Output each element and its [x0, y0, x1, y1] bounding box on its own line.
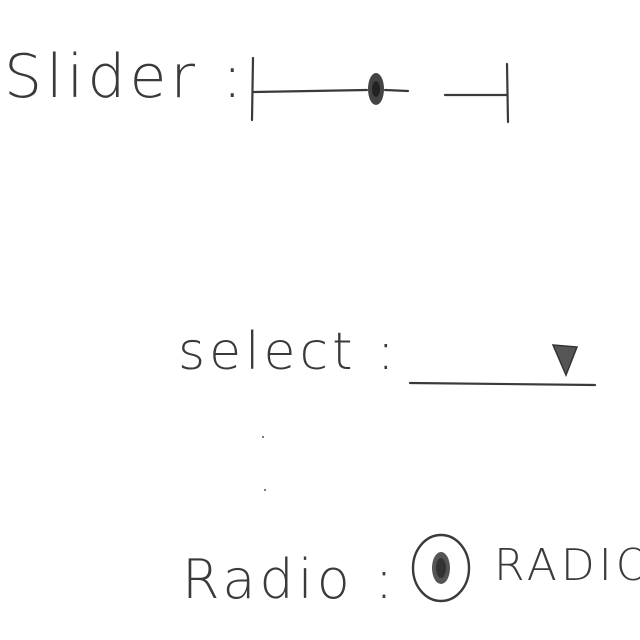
select-dropdown[interactable] [405, 335, 600, 395]
slider-end-cap [505, 62, 510, 124]
slider-track-left [251, 88, 369, 94]
slider[interactable] [245, 50, 515, 130]
slider-start-cap [250, 56, 255, 122]
sketch-dot [264, 489, 266, 491]
slider-label: Slider : [4, 42, 247, 112]
slider-thumb [368, 73, 384, 105]
select-label: select : [178, 322, 399, 382]
slider-track-mid [383, 88, 410, 93]
radio-button[interactable] [408, 528, 474, 608]
radio-label: Radio : [182, 548, 398, 611]
radio-option-label: RADIO [494, 540, 640, 591]
sketch-dot [262, 436, 264, 438]
select-underline [408, 381, 597, 387]
radio-outer-ring [411, 533, 471, 603]
chevron-down-icon [551, 344, 579, 377]
